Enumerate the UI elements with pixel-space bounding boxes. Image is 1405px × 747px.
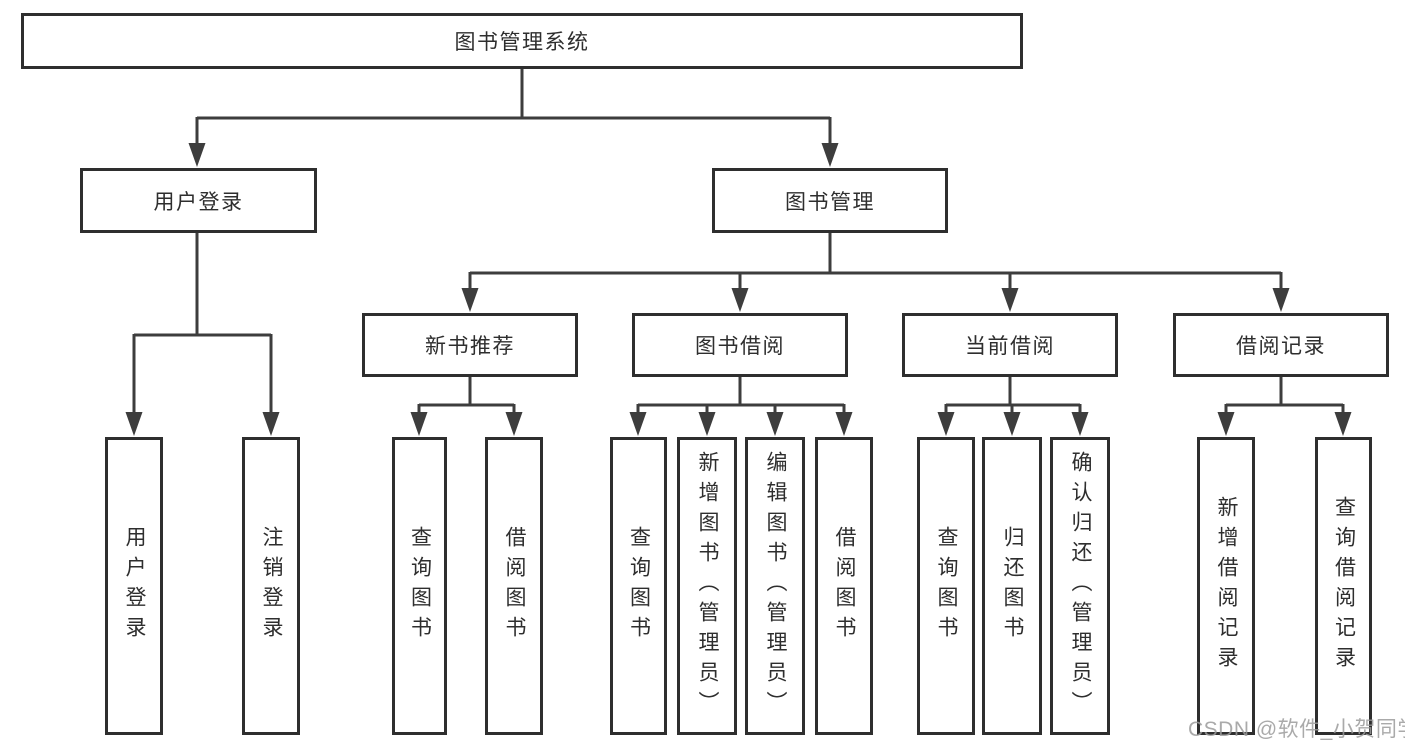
node-current-borrowing: 当前借阅 (902, 313, 1118, 377)
arrow-icon (262, 412, 280, 436)
leaf-add-borrow-record: 新增借阅记录 (1197, 437, 1255, 735)
arrow-icon (410, 412, 428, 436)
arrow-icon (1001, 288, 1019, 312)
arrow-icon (698, 412, 716, 436)
node-root: 图书管理系统 (21, 13, 1023, 69)
leaf-label: 查询图书 (627, 526, 651, 646)
arrow-icon (766, 412, 784, 436)
leaf-label: 确认归还（管理员） (1069, 451, 1092, 721)
node-label: 用户登录 (153, 190, 244, 214)
leaf-label: 查询图书 (935, 526, 958, 646)
arrow-icon (461, 288, 479, 312)
edge-new-book (417, 377, 516, 414)
node-label: 借阅记录 (1236, 335, 1326, 358)
edge-borrow-records (1224, 377, 1345, 414)
node-label: 图书管理 (785, 190, 875, 214)
node-book-management: 图书管理 (712, 168, 948, 233)
arrow-icon (731, 288, 749, 312)
leaf-label: 新增图书（管理员） (696, 451, 719, 721)
edge-root (195, 69, 832, 145)
node-root-label: 图书管理系统 (454, 31, 590, 54)
leaf-add-books-admin: 新增图书（管理员） (677, 437, 737, 735)
arrow-icon (188, 143, 206, 167)
leaf-query-books-recommend: 查询图书 (392, 437, 447, 735)
arrow-icon (835, 412, 853, 436)
edge-book-management (468, 233, 1283, 291)
arrow-icon (937, 412, 955, 436)
leaf-label: 借阅图书 (833, 526, 856, 646)
arrow-icon (1003, 412, 1021, 436)
arrow-icon (1334, 412, 1352, 436)
node-label: 当前借阅 (965, 335, 1055, 358)
leaf-label: 新增借阅记录 (1215, 496, 1238, 676)
arrow-icon (1071, 412, 1089, 436)
leaf-borrow-books: 借阅图书 (815, 437, 873, 735)
leaf-label: 注销登录 (260, 526, 283, 646)
leaf-return-books: 归还图书 (982, 437, 1042, 735)
leaf-confirm-return-admin: 确认归还（管理员） (1050, 437, 1110, 735)
tree-edges (132, 69, 1345, 414)
arrow-icon (125, 412, 143, 436)
leaf-label: 用户登录 (123, 526, 146, 646)
leaf-query-books-borrowing: 查询图书 (610, 437, 667, 735)
node-new-book-recommend: 新书推荐 (362, 313, 578, 377)
node-label: 新书推荐 (425, 335, 515, 358)
watermark: CSDN @软件_小贺同学 (1188, 718, 1405, 741)
edge-user-login (132, 233, 273, 414)
leaf-borrow-books-recommend: 借阅图书 (485, 437, 543, 735)
leaf-query-borrow-record: 查询借阅记录 (1315, 437, 1372, 735)
leaf-query-books-current: 查询图书 (917, 437, 975, 735)
leaf-logout: 注销登录 (242, 437, 300, 735)
leaf-edit-books-admin: 编辑图书（管理员） (745, 437, 805, 735)
arrow-icon (1217, 412, 1235, 436)
leaf-user-login: 用户登录 (105, 437, 163, 735)
leaf-label: 归还图书 (1001, 526, 1024, 646)
arrowheads (125, 143, 1352, 436)
node-book-borrowing: 图书借阅 (632, 313, 848, 377)
leaf-label: 查询图书 (408, 526, 432, 646)
node-borrowing-records: 借阅记录 (1173, 313, 1389, 377)
leaf-label: 查询借阅记录 (1332, 496, 1356, 676)
leaf-label: 编辑图书（管理员） (764, 451, 787, 721)
node-label: 图书借阅 (695, 335, 785, 358)
leaf-label: 借阅图书 (503, 526, 526, 646)
arrow-icon (505, 412, 523, 436)
node-user-login: 用户登录 (80, 168, 317, 233)
arrow-icon (821, 143, 839, 167)
edge-current-borrowing (944, 377, 1082, 414)
arrow-icon (629, 412, 647, 436)
edge-book-borrowing (636, 377, 846, 414)
arrow-icon (1272, 288, 1290, 312)
